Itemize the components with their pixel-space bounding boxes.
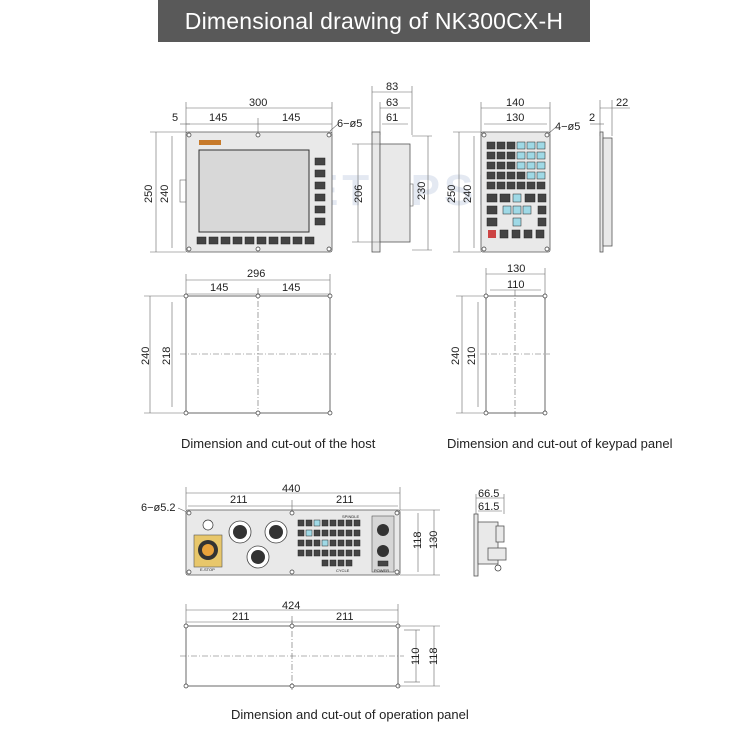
keypad-keys [486,141,547,239]
host-side-61-dim: 61 [386,112,398,124]
operation-cutout-view: 424 211 211 118 110 [180,600,440,690]
host-inset-dim: 5 [172,112,178,124]
op-cut-half-left-dim: 211 [232,611,250,623]
page-title: Dimensional drawing of NK300CX-H [158,0,590,42]
keypad-side-22-dim: 22 [616,97,628,109]
host-front-view: 300 145 145 5 6−ø5 250 240 [143,97,362,253]
host-width-dim: 300 [249,97,267,109]
op-half-right-dim: 211 [336,494,354,506]
host-height-dim: 250 [143,185,155,203]
host-cut-half-right-dim: 145 [282,282,300,294]
op-cut-half-right-dim: 211 [336,611,354,623]
keypad-cut-width-dim: 130 [507,263,525,275]
keypad-inner-height-dim: 240 [462,185,474,203]
op-cut-height-dim: 118 [428,647,440,665]
op-holes-dim: 6−ø5.2 [141,502,176,514]
keypad-height-dim: 250 [446,185,458,203]
keypad-cut-inner-height-dim: 210 [466,347,478,365]
host-inner-height-dim: 240 [159,185,171,203]
caption-keypad: Dimension and cut-out of keypad panel [447,436,673,451]
host-side-206-dim: 206 [353,185,365,203]
host-half-left-dim: 145 [209,112,227,124]
host-side-63-dim: 63 [386,97,398,109]
operation-side-view: 66.5 61.5 [473,488,507,577]
host-cutout-view: 296 145 145 240 218 [140,268,336,418]
op-height-dim: 130 [428,531,440,549]
keypad-cut-inner-dim: 110 [507,279,525,291]
caption-operation: Dimension and cut-out of operation panel [231,707,469,722]
keypad-holes-dim: 4−ø5 [555,121,580,133]
keypad-width-dim: 140 [506,97,524,109]
op-estop-label: E-STOP [200,567,215,572]
op-side-66-dim: 66.5 [478,488,499,500]
host-side-83-dim: 83 [386,81,398,93]
keypad-front-view: 140 130 4−ø5 250 240 [446,97,580,253]
caption-host: Dimension and cut-out of the host [181,436,376,451]
keypad-side-2-dim: 2 [589,112,595,124]
op-half-left-dim: 211 [230,494,248,506]
keypad-cut-height-dim: 240 [450,347,462,365]
host-half-right-dim: 145 [282,112,300,124]
op-cut-inner-dim: 110 [410,647,422,665]
operation-front-view: 440 211 211 6−ø5.2 130 118 E-STOP SPI [141,483,440,576]
op-inner-height-dim: 118 [412,531,424,549]
host-cut-inner-dim: 218 [161,347,173,365]
keypad-cutout-view: 130 110 240 210 [450,263,550,418]
op-cut-width-dim: 424 [282,600,300,612]
host-cut-height-dim: 240 [140,347,152,365]
host-holes-dim: 6−ø5 [337,118,362,130]
keypad-side-view: 22 2 [589,97,630,253]
host-side-view: 83 63 61 206 230 [352,81,432,253]
op-cycle-label: CYCLE [336,568,350,573]
host-cut-half-left-dim: 145 [210,282,228,294]
op-power-label: POWER [374,568,389,573]
op-side-61-dim: 61.5 [478,501,499,513]
op-spindle-label: SPINDLE [342,514,359,519]
keypad-inner-width-dim: 130 [506,112,524,124]
host-cut-width-dim: 296 [247,268,265,280]
host-side-230-dim: 230 [416,182,428,200]
op-width-dim: 440 [282,483,300,495]
